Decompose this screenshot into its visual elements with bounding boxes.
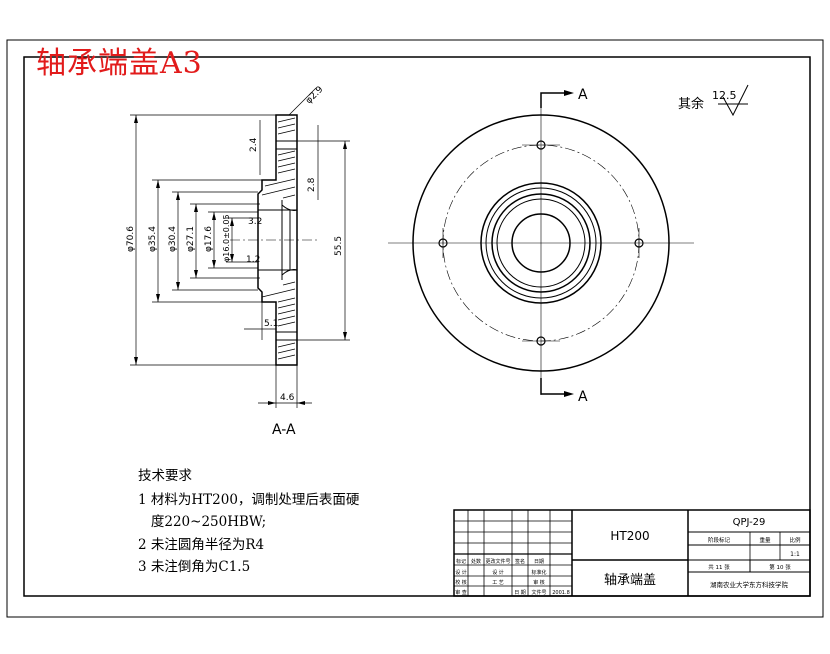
- part-name-cell: 轴承端盖: [604, 573, 656, 588]
- scale-header: 比例: [789, 536, 801, 544]
- dim-2-4: 2.4: [249, 137, 259, 152]
- sheets-total: 共 11 张: [708, 563, 730, 571]
- section-hatching: [261, 117, 296, 360]
- requirement-line-2: 2 未注圆角半径为R4: [138, 537, 265, 553]
- tb-change-doc: 更改文件号: [485, 558, 510, 565]
- dim-1-2: 1.2: [246, 255, 260, 265]
- tb-check: 校 核: [455, 579, 467, 586]
- tb-sign: 签名: [515, 558, 525, 565]
- tb-design-2: 设 计: [492, 569, 504, 576]
- requirements-heading: 技术要求: [138, 468, 192, 484]
- dim-counterbore-diameter: φ30.4: [168, 226, 178, 252]
- tb-craft: 工 艺: [492, 580, 504, 586]
- inner-frame: [23, 56, 811, 597]
- roughness-value: 12.5: [712, 89, 737, 102]
- tb-standard: 标准化: [531, 569, 546, 576]
- school-name: 湖南农业大学东方科技学院: [710, 580, 789, 589]
- material-cell: HT200: [610, 529, 649, 543]
- drawing-title: 轴承端盖A3: [36, 46, 203, 81]
- dim-hole-diameter: φ2.9: [304, 85, 326, 107]
- sheet-number: 第 10 张: [769, 563, 791, 571]
- title-block-grid: [453, 509, 811, 597]
- tb-inspect: 审 查: [455, 589, 467, 596]
- tb-count: 处数: [471, 558, 481, 565]
- drawing-number: QPJ-29: [733, 517, 766, 528]
- dim-inner-diameter: φ17.6: [204, 226, 214, 252]
- section-view-label: A-A: [272, 422, 296, 438]
- tb-design: 设 计: [455, 569, 467, 576]
- roughness-label: 其余: [678, 96, 704, 112]
- requirement-line-3: 3 未注倒角为C1.5: [138, 559, 251, 575]
- dim-4-6: 4.6: [280, 393, 295, 403]
- front-view: [388, 92, 694, 395]
- section-mark-bottom: A: [578, 389, 588, 405]
- section-dimensions: [130, 87, 350, 408]
- stage-header: 阶段标记: [708, 536, 731, 544]
- roughness-symbol: [718, 84, 749, 117]
- tb-date: 日期: [534, 559, 544, 565]
- outer-frame: [6, 39, 824, 618]
- scale-value: 1:1: [790, 551, 800, 558]
- tb-review: 审 核: [533, 579, 545, 586]
- dim-3-2: 3.2: [248, 217, 262, 227]
- dim-2-8: 2.8: [307, 177, 317, 192]
- requirement-line-1: 1 材料为HT200，调制处理后表面硬: [138, 492, 360, 508]
- section-arrow-heads: [564, 90, 574, 397]
- tb-date-label: 日 期: [514, 590, 526, 596]
- dim-height: 55.5: [334, 236, 344, 256]
- tb-mark: 标记: [456, 558, 466, 565]
- dim-outer-diameter: φ70.6: [126, 226, 136, 252]
- section-mark-top: A: [578, 87, 588, 103]
- dim-5-1: 5.1: [264, 319, 278, 329]
- dim-fit-diameter: φ16.0±0.05: [222, 214, 231, 262]
- tb-file: 文件号: [531, 589, 546, 596]
- dim-boss-diameter: φ35.4: [148, 226, 158, 252]
- dim-bore-diameter: φ27.1: [186, 226, 196, 252]
- dimension-arrows: [134, 115, 347, 405]
- weight-header: 重量: [759, 536, 771, 544]
- requirement-line-1b: 度220~250HBW;: [138, 514, 267, 530]
- tb-date-value: 2001.8: [552, 590, 570, 596]
